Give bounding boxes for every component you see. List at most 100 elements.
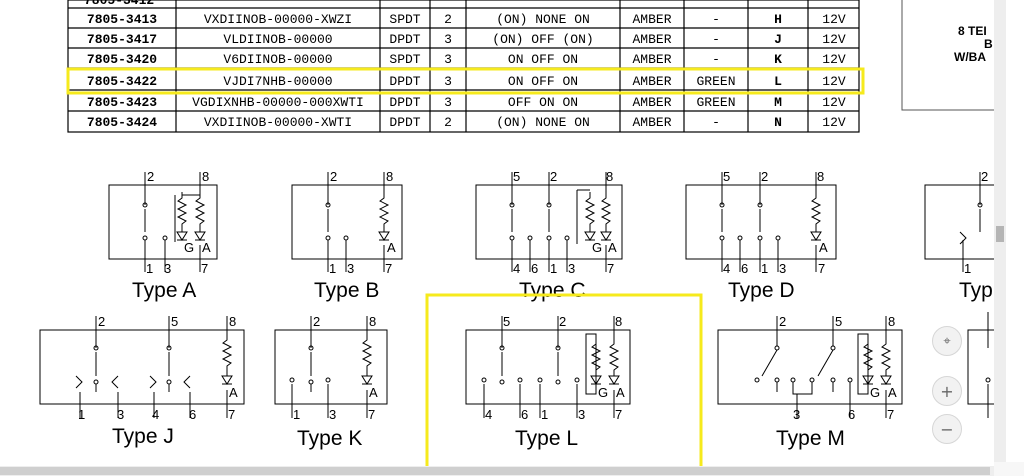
pin-label: 6 [741, 261, 748, 276]
table-cell-code: V6DIINOB-00000 [223, 52, 332, 67]
pin-label: 5 [171, 314, 178, 329]
led-label: G [184, 240, 194, 255]
pin-label: 8 [386, 169, 393, 184]
table-cell-function: (ON) NONE ON [496, 115, 590, 130]
diagram-caption-type-k: Type K [297, 427, 362, 450]
table-cell-led1: AMBER [632, 74, 671, 89]
table-cell-code: VJDI7NHB-00000 [223, 74, 332, 89]
table-cell-volt: 12V [822, 95, 846, 110]
pin-label: 4 [485, 407, 492, 422]
pin-label: 2 [981, 169, 988, 184]
led-label: G [592, 240, 602, 255]
pin-label: 8 [202, 169, 209, 184]
pin-label: 7 [887, 407, 894, 422]
table-cell-volt: 12V [822, 74, 846, 89]
table-cell-code: VLDIINOB-00000 [223, 32, 332, 47]
pin-label: 3 [578, 407, 585, 422]
table-cell-part: 7805-3413 [87, 12, 157, 27]
led-label: A [608, 240, 617, 255]
led-label: G [870, 385, 880, 400]
pin-label: 3 [164, 261, 171, 276]
table-cell-pole: DPDT [389, 115, 420, 130]
pin-label: 4 [152, 407, 159, 422]
pin-label: 8 [369, 314, 376, 329]
row-highlight-box [66, 67, 865, 95]
table-cell-volt: 12V [822, 115, 846, 130]
pin-label: 8 [888, 314, 895, 329]
minus-icon: − [940, 419, 954, 439]
table-cell-led1: AMBER [632, 95, 671, 110]
pin-label: 2 [147, 169, 154, 184]
table-cell-led2: - [712, 52, 720, 67]
pin-label: 8 [606, 169, 613, 184]
table-cell-part: 7805-3417 [87, 32, 157, 47]
zoom-in-button[interactable]: + [932, 376, 962, 406]
table-cell-pos: 3 [444, 74, 452, 89]
pin-label: 1 [78, 407, 85, 422]
diagram-type-partial: 2 1 Typ [924, 169, 994, 302]
zoom-out-button[interactable]: − [932, 414, 962, 444]
pin-label: 2 [330, 169, 337, 184]
table-cell-pole: DPDT [389, 74, 420, 89]
table-cell-function: (ON) OFF (ON) [492, 32, 593, 47]
table-cell-pos: 3 [444, 32, 452, 47]
diagram-caption-partial: Typ [959, 279, 993, 302]
table-cell-pole: DPDT [389, 95, 420, 110]
table-cell-part: 7805-3420 [87, 52, 157, 67]
horizontal-scrollbar-thumb[interactable] [0, 467, 990, 475]
pin-label: 3 [347, 261, 354, 276]
pin-label: 2 [761, 169, 768, 184]
pin-label: 5 [835, 314, 842, 329]
table-cell-type: K [774, 52, 782, 67]
side-legend-box: 8 TEI B W/BA [901, 0, 994, 111]
pin-label: 3 [329, 407, 336, 422]
diagram-type-k: 2 8 1 3 7 A Type K [274, 314, 388, 450]
table-cell-led2: - [712, 12, 720, 27]
table-cell-type: H [774, 12, 782, 27]
table-cell-code: VXDIINOB-00000-XWZI [204, 12, 352, 27]
plus-icon: + [940, 381, 954, 401]
table-cell-led2: - [712, 32, 720, 47]
pin-label: 2 [779, 314, 786, 329]
pin-label: 1 [329, 261, 336, 276]
pin-label: 2 [98, 314, 105, 329]
table-cell-pole: DPDT [389, 32, 420, 47]
pin-label: 5 [513, 169, 520, 184]
pin-label: 2 [550, 169, 557, 184]
pin-label: 6 [531, 261, 538, 276]
pin-label: 5 [723, 169, 730, 184]
table-cell-pos: 3 [444, 52, 452, 67]
pin-label: 7 [615, 407, 622, 422]
table-cell-volt: 12V [822, 12, 846, 27]
diagram-type-a: 2 8 1 3 7 G A Type A [108, 169, 218, 302]
led-label: A [819, 240, 828, 255]
diagram-type-d: 5 2 8 4 6 1 3 7 A Type D [685, 169, 837, 302]
pin-label: 1 [964, 261, 971, 276]
pin-label: 3 [568, 261, 575, 276]
table-cell-led1: AMBER [632, 12, 671, 27]
table-cell-led2: - [712, 115, 720, 130]
led-label: A [202, 240, 211, 255]
table-cell-code: VGDIXNHB-00000-000XWTI [192, 95, 364, 110]
table-cell-pos: 3 [444, 95, 452, 110]
led-label: A [888, 385, 897, 400]
side-legend-line1: 8 TEI [958, 24, 987, 38]
led-label: G [598, 385, 608, 400]
pin-label: 1 [541, 407, 548, 422]
diagram-partial-right [967, 312, 994, 418]
pin-label: 8 [229, 314, 236, 329]
vertical-scrollbar-thumb[interactable] [996, 226, 1004, 242]
table-cell-function: ON OFF ON [508, 52, 578, 67]
diagram-caption-type-j: Type J [112, 425, 174, 448]
table-cell-part: 7805-3422 [87, 74, 157, 89]
table-cell-volt: 12V [822, 52, 846, 67]
pin-label: 7 [385, 261, 392, 276]
led-label: A [387, 240, 396, 255]
side-legend-line2: B [984, 37, 993, 51]
pin-label: 1 [293, 407, 300, 422]
table-cell-type: L [774, 74, 782, 89]
table-cell-led1: AMBER [632, 32, 671, 47]
diagram-type-l: 5 2 8 4 6 1 3 7 G A Type L [465, 314, 631, 450]
fit-to-page-button[interactable]: ⌖ [932, 326, 962, 356]
